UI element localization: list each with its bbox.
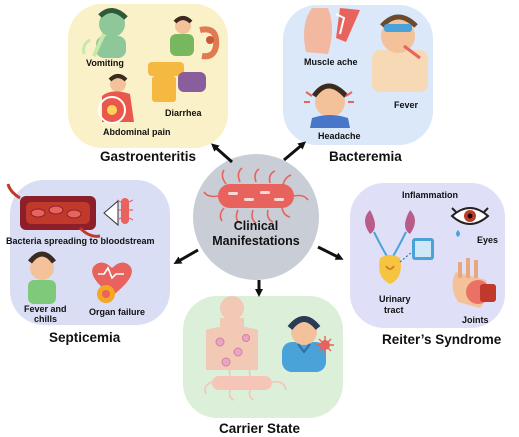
arrow-to-reiters	[317, 245, 344, 260]
vomiting-label: Vomiting	[86, 58, 124, 68]
fever-person-icon	[372, 14, 428, 92]
arrow-to-septicemia	[173, 248, 199, 264]
carrier-person-icon	[282, 316, 334, 372]
abdominal-pain-person-icon	[98, 74, 134, 124]
gastroenteritis-title: Gastroenteritis	[100, 149, 197, 164]
center-title-line2: Manifestations	[212, 234, 300, 248]
joints-label: Joints	[462, 315, 489, 325]
bacteremia-title: Bacteremia	[329, 149, 402, 164]
joints-hand-icon	[452, 258, 496, 308]
diarrhea-label: Diarrhea	[165, 108, 202, 118]
headache-person-icon	[304, 83, 354, 128]
urinary-tract-label-line2: tract	[384, 305, 404, 315]
organ-failure-label: Organ failure	[89, 307, 146, 317]
organ-failure-icon	[92, 262, 132, 303]
bacteria-spreading-label: Bacteria spreading to bloodstream	[6, 236, 155, 246]
fever-label: Fever	[394, 100, 419, 110]
arrow-to-gastroenteritis	[211, 143, 233, 164]
vomiting-person-icon	[82, 8, 128, 58]
center-title: Clinical Manifestations	[193, 219, 319, 249]
arrows	[173, 141, 344, 297]
urinary-tract-icon	[365, 210, 434, 284]
diarrhea-person-icon	[148, 16, 220, 102]
center-circle	[193, 154, 319, 280]
carrier-bacterium-icon	[204, 365, 287, 401]
muscle-ache-label: Muscle ache	[304, 57, 358, 67]
fever-chills-label-line2: chills	[34, 314, 58, 324]
arrow-to-bacteremia	[283, 141, 307, 162]
center-bacterium-icon	[203, 167, 309, 224]
reiters-syndrome-title: Reiter’s Syndrome	[382, 332, 502, 347]
fever-chills-person-icon	[28, 251, 56, 304]
urinary-tract-label-line1: Urinary	[379, 294, 411, 304]
carrier-torso-icon	[206, 296, 258, 370]
magnifier-icon	[103, 199, 119, 227]
eye-icon	[450, 207, 490, 237]
center-title-line1: Clinical	[233, 219, 279, 233]
bloodstream-icon	[6, 183, 101, 238]
bacterium-icon	[116, 198, 134, 224]
inflammation-label: Inflammation	[402, 190, 459, 200]
carrier-state-title: Carrier State	[219, 421, 301, 436]
fever-chills-label-line1: Fever and	[24, 304, 67, 314]
eyes-label: Eyes	[477, 235, 499, 245]
abdominal-pain-label: Abdominal pain	[103, 127, 171, 137]
muscle-ache-icon	[304, 8, 360, 54]
septicemia-title: Septicemia	[49, 330, 121, 345]
headache-label: Headache	[318, 131, 361, 141]
